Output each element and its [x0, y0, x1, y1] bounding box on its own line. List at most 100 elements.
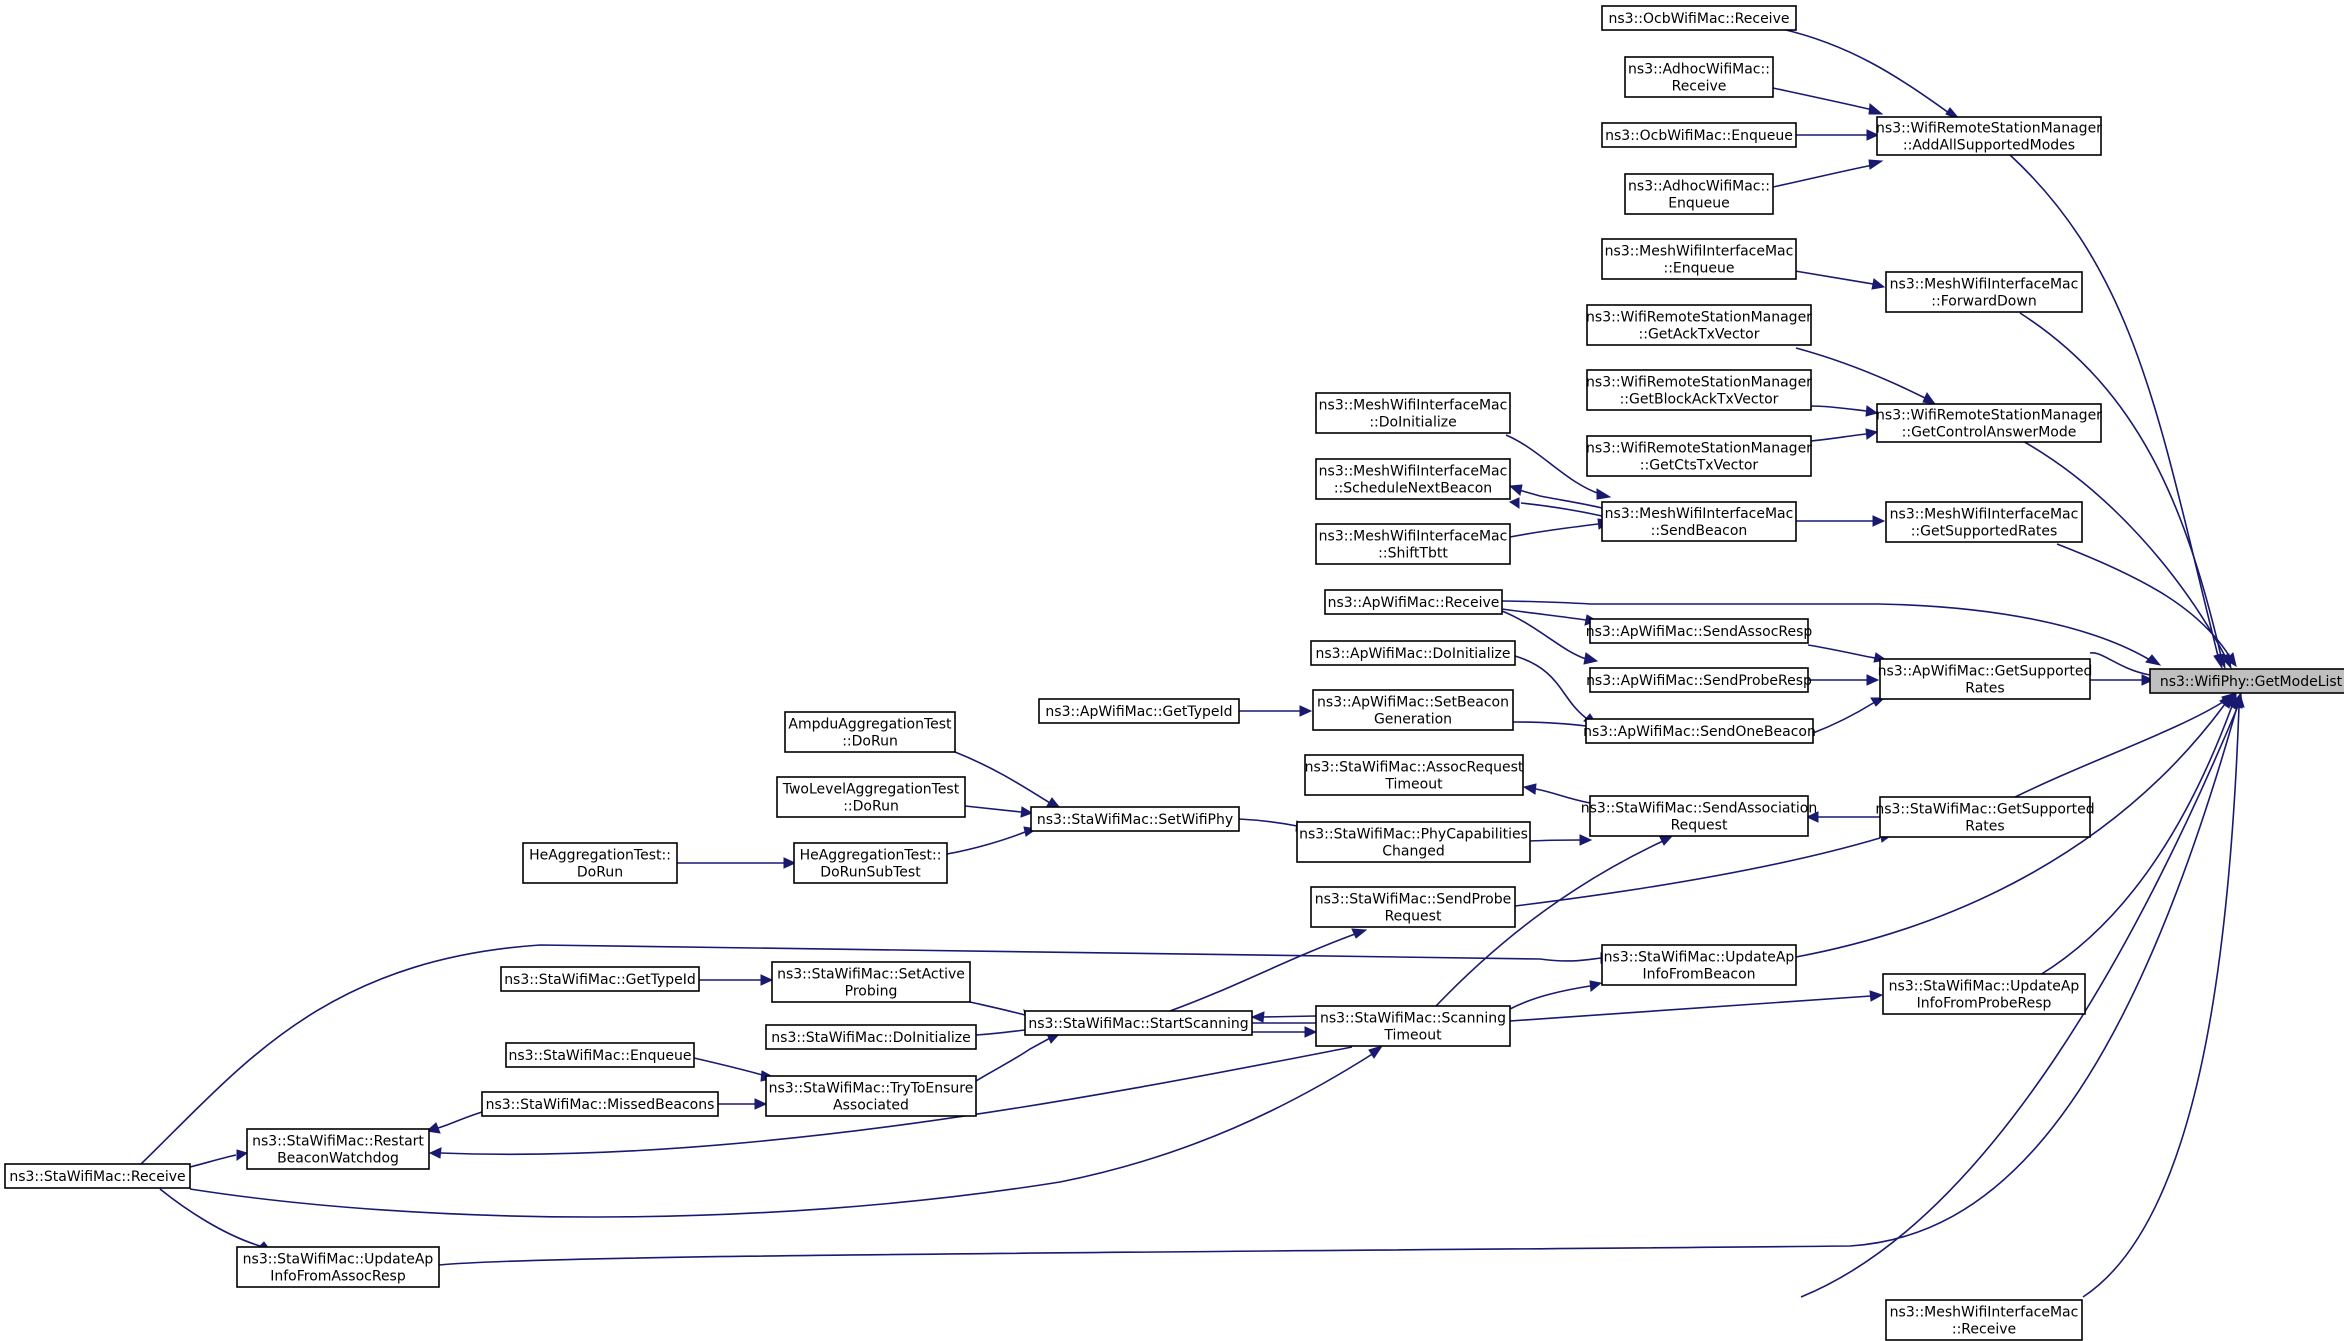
graph-edges — [140, 28, 2245, 1298]
node-label: ns3::OcbWifiMac::Enqueue — [1605, 128, 1793, 144]
node-label: ::ScheduleNextBeacon — [1334, 481, 1492, 497]
function-node[interactable]: ns3::ApWifiMac::SendProbeResp — [1586, 667, 1812, 693]
call-edge — [189, 1149, 249, 1168]
node-label: Enqueue — [1668, 196, 1730, 212]
call-edge — [1808, 674, 1880, 686]
function-node[interactable]: ns3::StaWifiMac::DoInitialize — [765, 1024, 977, 1050]
call-edge — [189, 1045, 1384, 1218]
call-edge — [699, 974, 774, 986]
function-node[interactable]: ns3::MeshWifiInterfaceMac::SendBeacon — [1601, 501, 1797, 542]
function-node[interactable]: ns3::StaWifiMac::Enqueue — [505, 1042, 695, 1068]
node-label: ns3::WifiRemoteStationManager — [1876, 121, 2102, 137]
function-node[interactable]: ns3::MeshWifiInterfaceMac::ScheduleNextB… — [1315, 458, 1511, 500]
function-node[interactable]: ns3::ApWifiMac::Receive — [1324, 589, 1503, 615]
function-node[interactable]: ns3::StaWifiMac::SetWifiPhy — [1030, 806, 1240, 832]
call-edge — [2056, 543, 2237, 668]
node-label: InfoFromBeacon — [1642, 967, 1755, 983]
call-edge — [2090, 674, 2155, 686]
node-label: Rates — [1965, 681, 2004, 697]
function-node[interactable]: ns3::MeshWifiInterfaceMac::ForwardDown — [1885, 271, 2083, 313]
function-node[interactable]: HeAggregationTest::DoRun — [522, 842, 678, 884]
node-label: ns3::ApWifiMac::GetTypeId — [1045, 704, 1232, 720]
node-label: ns3::StaWifiMac::Receive — [9, 1169, 185, 1185]
node-label: BeaconWatchdog — [277, 1151, 399, 1167]
function-node[interactable]: ns3::ApWifiMac::SendAssocResp — [1586, 618, 1813, 644]
call-edge — [2008, 692, 2238, 801]
node-label: Receive — [1672, 79, 1727, 95]
node-label: HeAggregationTest:: — [800, 848, 942, 864]
node-label: ns3::WifiRemoteStationManager — [1876, 408, 2102, 424]
node-label: Request — [1385, 909, 1442, 925]
call-edge — [1522, 783, 1591, 804]
function-node[interactable]: ns3::WifiRemoteStationManager::AddAllSup… — [1876, 116, 2102, 156]
node-label: ::GetCtsTxVector — [1640, 458, 1759, 474]
function-node[interactable]: ns3::StaWifiMac::Receive — [4, 1163, 191, 1189]
call-edge — [1508, 484, 1603, 509]
call-edge — [1252, 1026, 1318, 1038]
function-node[interactable]: ns3::OcbWifiMac::Receive — [1601, 5, 1797, 31]
function-node[interactable]: ns3::MeshWifiInterfaceMac::DoInitialize — [1315, 392, 1511, 434]
node-label: ns3::MeshWifiInterfaceMac — [1319, 464, 1508, 480]
function-node[interactable]: ns3::MeshWifiInterfaceMac::ShiftTbtt — [1315, 523, 1511, 565]
node-label: ns3::StaWifiMac::Scanning — [1320, 1011, 1506, 1027]
node-label: ns3::ApWifiMac::DoInitialize — [1316, 646, 1511, 662]
function-node[interactable]: ns3::ApWifiMac::SendOneBeacon — [1583, 718, 1816, 744]
function-node[interactable]: ns3::ApWifiMac::GetSupportedRates — [1878, 658, 2093, 700]
call-edge — [428, 1046, 1353, 1159]
call-edge — [1810, 428, 1879, 442]
function-node[interactable]: ns3::MeshWifiInterfaceMac::GetSupportedR… — [1885, 501, 2083, 543]
function-node[interactable]: ns3::StaWifiMac::GetTypeId — [500, 966, 700, 992]
call-edge — [1772, 87, 1884, 115]
function-node[interactable]: ns3::WifiRemoteStationManager::GetAckTxV… — [1586, 304, 1812, 346]
function-node[interactable]: ns3::StaWifiMac::UpdateApInfoFromProbeRe… — [1882, 973, 2086, 1015]
function-node[interactable]: AmpduAggregationTest::DoRun — [784, 711, 956, 753]
node-label: ns3::MeshWifiInterfaceMac — [1319, 529, 1508, 545]
node-label: ns3::StaWifiMac::DoInitialize — [771, 1030, 970, 1046]
node-label: Request — [1671, 818, 1728, 834]
node-label: ns3::WifiRemoteStationManager — [1586, 375, 1812, 391]
function-node[interactable]: ns3::AdhocWifiMac::Enqueue — [1624, 173, 1774, 215]
call-edge — [1805, 811, 1880, 823]
function-node[interactable]: ns3::StaWifiMac::UpdateApInfoFromAssocRe… — [236, 1246, 440, 1288]
node-label: ns3::StaWifiMac::UpdateAp — [1604, 950, 1795, 966]
function-node[interactable]: ns3::StaWifiMac::StartScanning — [1024, 1010, 1253, 1036]
node-label: ns3::MeshWifiInterfaceMac — [1605, 244, 1794, 260]
node-label: ns3::ApWifiMac::SendAssocResp — [1586, 624, 1813, 640]
function-node[interactable]: ns3::WifiRemoteStationManager::GetContro… — [1876, 403, 2102, 443]
function-node[interactable]: ns3::ApWifiMac::DoInitialize — [1310, 640, 1516, 666]
call-edge — [1812, 697, 1886, 734]
call-edge — [1810, 405, 1879, 417]
node-label: ns3::StaWifiMac::SetActive — [777, 967, 965, 983]
function-node[interactable]: HeAggregationTest::DoRunSubTest — [793, 842, 948, 884]
root-function-node[interactable]: ns3::WifiPhy::GetModeList — [2149, 668, 2344, 694]
node-label: ns3::ApWifiMac::SendProbeResp — [1586, 673, 1812, 689]
function-node[interactable]: ns3::StaWifiMac::MissedBeacons — [481, 1091, 719, 1117]
function-node[interactable]: ns3::ApWifiMac::GetTypeId — [1038, 698, 1240, 724]
function-node[interactable]: ns3::MeshWifiInterfaceMac::Receive — [1885, 1299, 2083, 1341]
function-node[interactable]: ns3::WifiRemoteStationManager::GetCtsTxV… — [1586, 435, 1812, 477]
node-label: ns3::MeshWifiInterfaceMac — [1890, 507, 2079, 523]
node-label: ns3::MeshWifiInterfaceMac — [1605, 506, 1794, 522]
function-node[interactable]: TwoLevelAggregationTest::DoRun — [776, 776, 966, 818]
function-node[interactable]: ns3::MeshWifiInterfaceMac::Enqueue — [1601, 238, 1797, 280]
call-edge — [425, 1111, 483, 1134]
call-edge — [1508, 497, 1603, 517]
call-edge — [1514, 831, 1892, 907]
node-label: ns3::ApWifiMac::SendOneBeacon — [1583, 724, 1816, 740]
function-node[interactable]: ns3::AdhocWifiMac::Receive — [1624, 56, 1774, 98]
function-node[interactable]: ns3::OcbWifiMac::Enqueue — [1601, 122, 1797, 148]
function-node[interactable]: ns3::WifiRemoteStationManager::GetBlockA… — [1586, 369, 1812, 411]
function-node[interactable]: ns3::StaWifiMac::GetSupportedRates — [1875, 796, 2095, 838]
node-label: ns3::ApWifiMac::SetBeacon — [1317, 695, 1509, 711]
